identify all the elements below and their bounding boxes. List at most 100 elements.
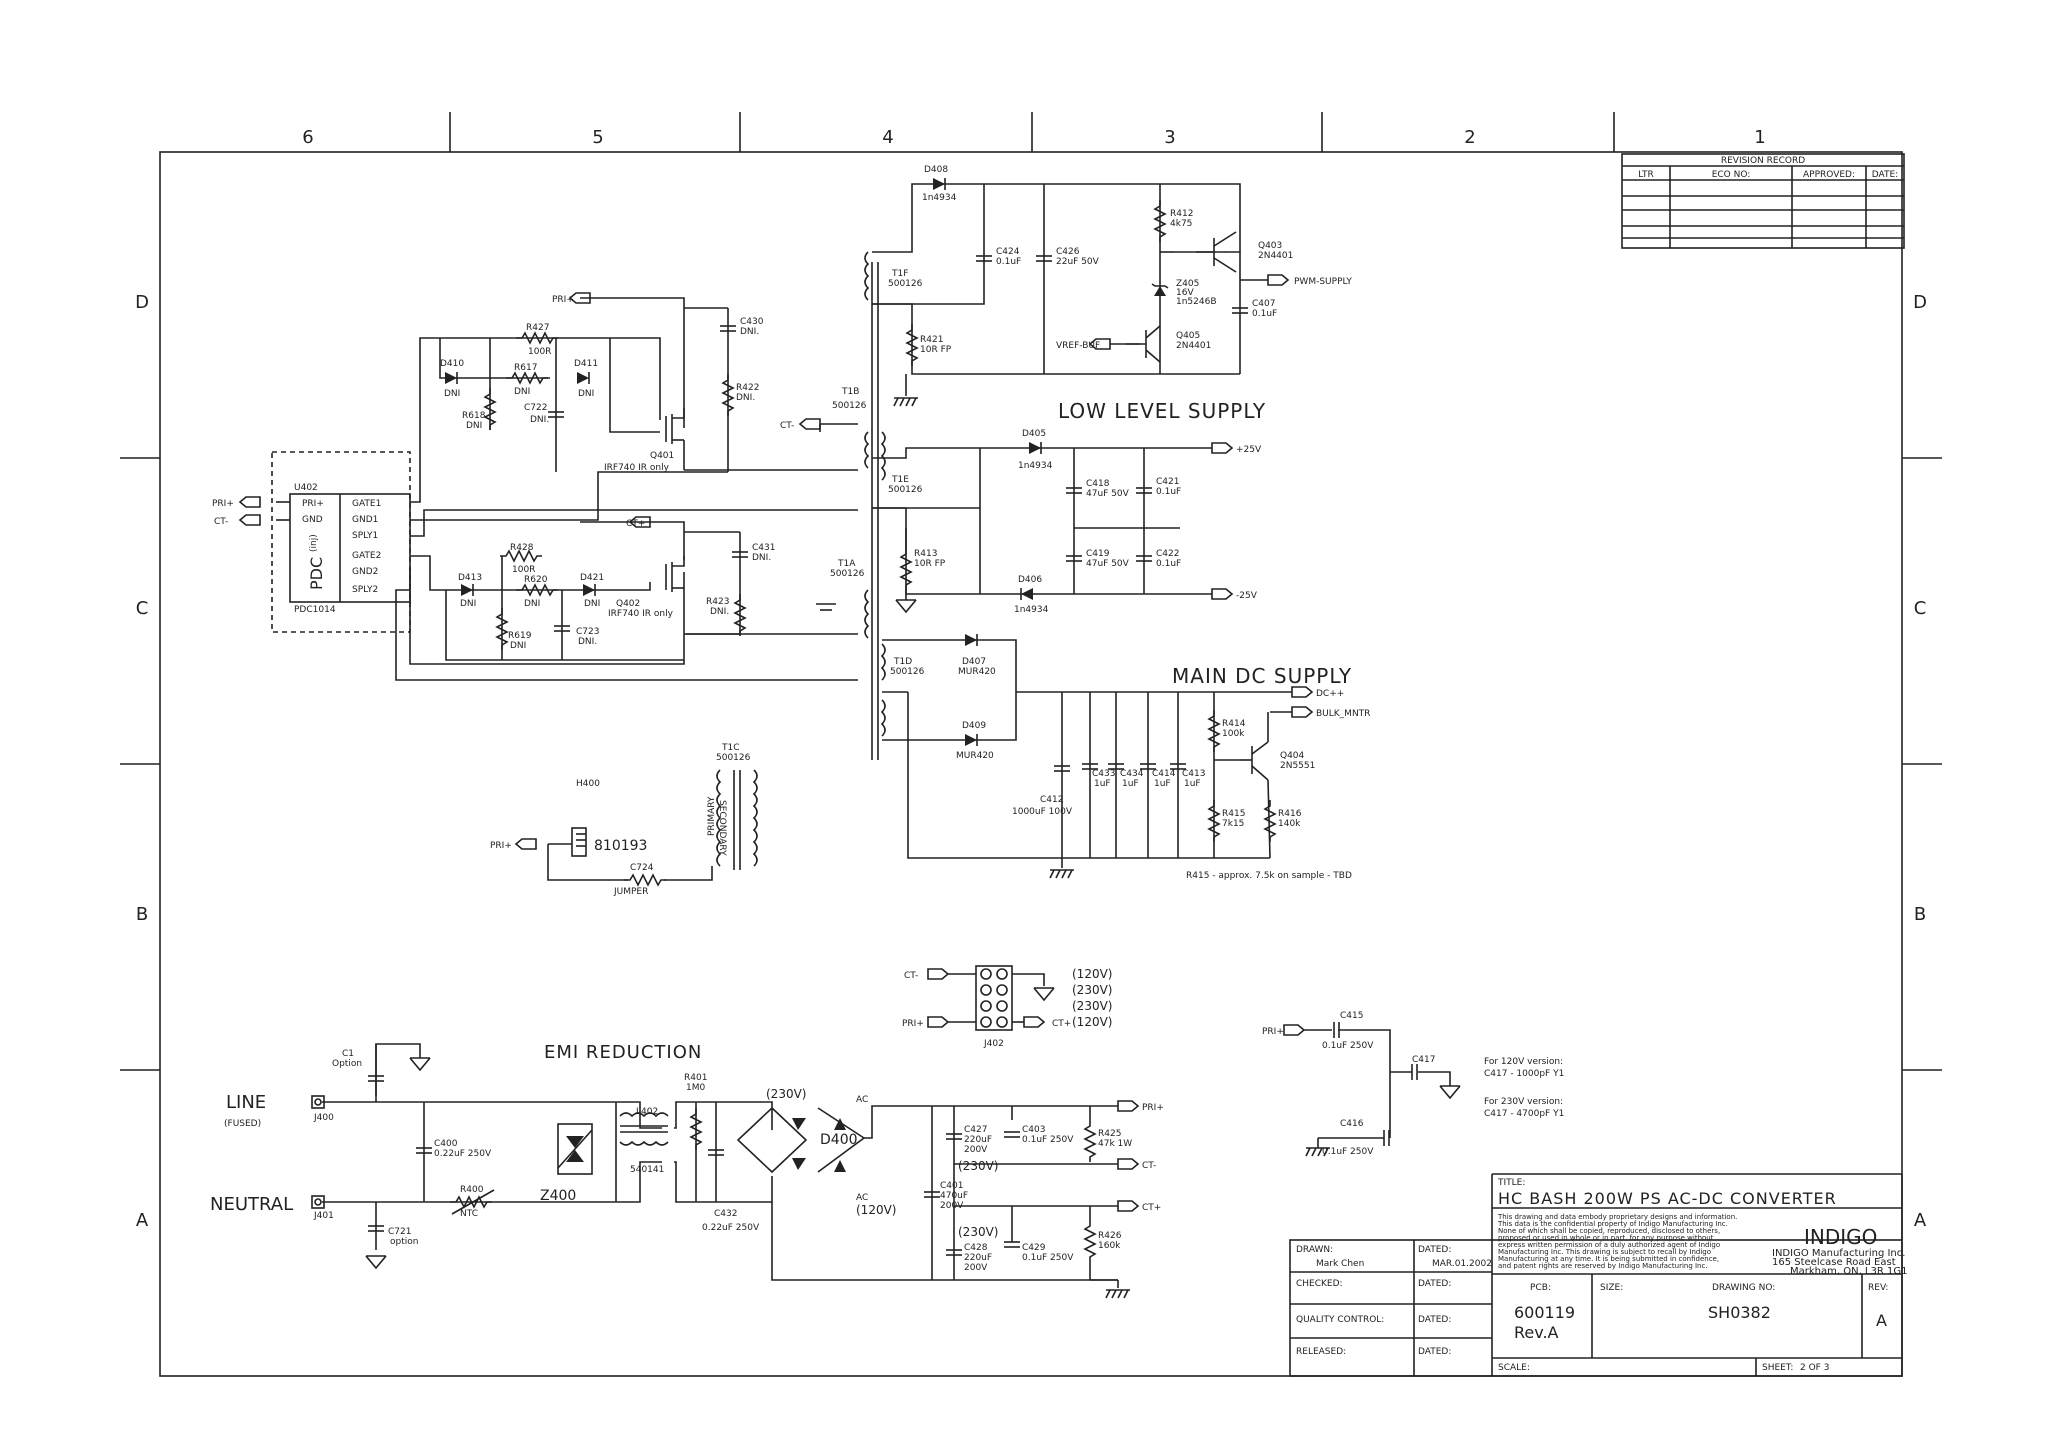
resistor-c724	[623, 874, 667, 886]
diode-d413	[460, 583, 474, 597]
capacitor-c415	[1333, 1021, 1340, 1039]
port-pri-plus	[239, 496, 261, 508]
value-r617: DNI	[514, 387, 530, 397]
value-r413: 10R FP	[914, 559, 946, 569]
label-r416: R416	[1278, 809, 1302, 819]
label-c430: C430	[740, 317, 764, 327]
revision-title: REVISION RECORD	[1721, 156, 1805, 166]
label-c401: C401	[940, 1181, 963, 1191]
value-d405: 1n4934	[1018, 461, 1053, 471]
net-pri-plus: PRI+	[552, 295, 574, 305]
split-supply-circuit	[872, 447, 1212, 600]
value-c407: 0.1uF	[1252, 309, 1277, 319]
u402-logo: (inj)	[309, 534, 319, 552]
label-r426: R426	[1098, 1231, 1122, 1241]
net-ct-plus: CT+	[1142, 1203, 1161, 1213]
company-address: 165 Steelcase Road East	[1772, 1257, 1896, 1268]
port-ct-minus	[927, 968, 949, 980]
value-c422: 0.1uF	[1156, 559, 1181, 569]
net-bulk-mntr: BULK_MNTR	[1316, 709, 1370, 719]
note-r415: R415 - approx. 7.5k on sample - TBD	[1186, 871, 1352, 881]
label-r618: R618	[462, 411, 486, 421]
net-ct-plus: CT+	[626, 519, 645, 529]
u402-body-text: PDC	[307, 557, 326, 590]
port-pwm-supply	[1267, 274, 1289, 286]
label-r422: R422	[736, 383, 759, 393]
label-t1d: T1D	[893, 657, 912, 667]
label-q402: Q402	[616, 599, 640, 609]
net-minus25v: -25V	[1236, 591, 1258, 601]
label-c419: C419	[1086, 549, 1110, 559]
value-c721: option	[390, 1237, 418, 1247]
dated-label: DATED:	[1418, 1279, 1451, 1289]
label-d413: D413	[458, 573, 482, 583]
zener-z405	[1151, 283, 1169, 296]
value-c401-v: 200V	[940, 1201, 964, 1211]
label-r425: R425	[1098, 1129, 1121, 1139]
value-d407: MUR420	[958, 667, 996, 677]
low-level-supply-circuit	[872, 183, 1268, 396]
value-r414: 100k	[1222, 729, 1245, 739]
value-q403: 2N4401	[1258, 251, 1293, 261]
u402-pin-pri-plus: PRI+	[302, 499, 324, 509]
label-d411: D411	[574, 359, 598, 369]
diode-d408	[932, 177, 946, 191]
drawing-number: SH0382	[1708, 1303, 1771, 1322]
label-230v: (230V)	[958, 1225, 998, 1239]
mosfet-q401	[665, 408, 685, 444]
label-secondary: SECONDARY	[717, 800, 727, 856]
value-r620: DNI	[524, 599, 540, 609]
value-z405-part: 1n5246B	[1176, 297, 1217, 307]
net-ct-minus: CT-	[780, 421, 794, 431]
value-d411: DNI	[578, 389, 594, 399]
title-block	[1289, 1173, 1903, 1377]
net-pri-plus: PRI+	[1142, 1103, 1164, 1113]
value-c428-c: 220uF	[964, 1253, 992, 1263]
label-c427: C427	[964, 1125, 987, 1135]
value-r619: DNI	[510, 641, 526, 651]
value-d408: 1n4934	[922, 193, 957, 203]
net-pri-plus: PRI+	[1262, 1027, 1284, 1037]
confidential-line: Manufacturing at any time. It is being s…	[1498, 1255, 1719, 1263]
label-c722: C722	[524, 403, 547, 413]
label-r415: R415	[1222, 809, 1245, 819]
label-c416: C416	[1340, 1119, 1364, 1129]
label-q405: Q405	[1176, 331, 1200, 341]
connector-j400	[311, 1095, 325, 1109]
net-pri-plus: PRI+	[902, 1019, 924, 1029]
value-c722: DNI.	[530, 415, 549, 425]
value-c412: 1000uF 100V	[1012, 807, 1073, 817]
value-r401: 1M0	[686, 1083, 705, 1093]
zone-numbers: 6 5 4 3 2 1	[302, 127, 1765, 148]
company-name: INDIGO	[1804, 1225, 1877, 1249]
drawing-no-label: DRAWING NO:	[1712, 1283, 1775, 1293]
label-c433: C433	[1092, 769, 1115, 779]
confidential-line: proposed or used in whole or in part, fo…	[1498, 1234, 1714, 1242]
port-pri-plus	[927, 1016, 949, 1028]
pcb-revision: Rev.A	[1514, 1323, 1559, 1342]
label-r617: R617	[514, 363, 537, 373]
value-c431: DNI.	[752, 553, 771, 563]
label-r413: R413	[914, 549, 937, 559]
transformer-t1-core	[864, 251, 886, 760]
label-r400: R400	[460, 1185, 484, 1195]
value-c419: 47uF 50V	[1086, 559, 1130, 569]
confidential-line: This drawing and data embody proprietary…	[1497, 1213, 1737, 1221]
value-r422: DNI.	[736, 393, 755, 403]
connector-j401	[311, 1195, 325, 1209]
port-bulk-mntr	[1291, 706, 1313, 718]
j402-voltage: (230V)	[1072, 999, 1112, 1013]
value-c400: 0.22uF 250V	[434, 1149, 492, 1159]
value-t1b: 500126	[832, 401, 867, 411]
zone-letter: C	[1914, 598, 1927, 619]
u402-pin-gnd2: GND2	[352, 567, 378, 577]
label-c426: C426	[1056, 247, 1080, 257]
size-label: SIZE:	[1600, 1283, 1623, 1293]
label-230v: (230V)	[766, 1087, 806, 1101]
label-c414: C414	[1152, 769, 1176, 779]
company-address: INDIGO Manufacturing Inc.	[1772, 1248, 1905, 1259]
label-d408: D408	[924, 165, 948, 175]
label-c429: C429	[1022, 1243, 1046, 1253]
value-c418: 47uF 50V	[1086, 489, 1130, 499]
u402-controller	[271, 451, 411, 633]
